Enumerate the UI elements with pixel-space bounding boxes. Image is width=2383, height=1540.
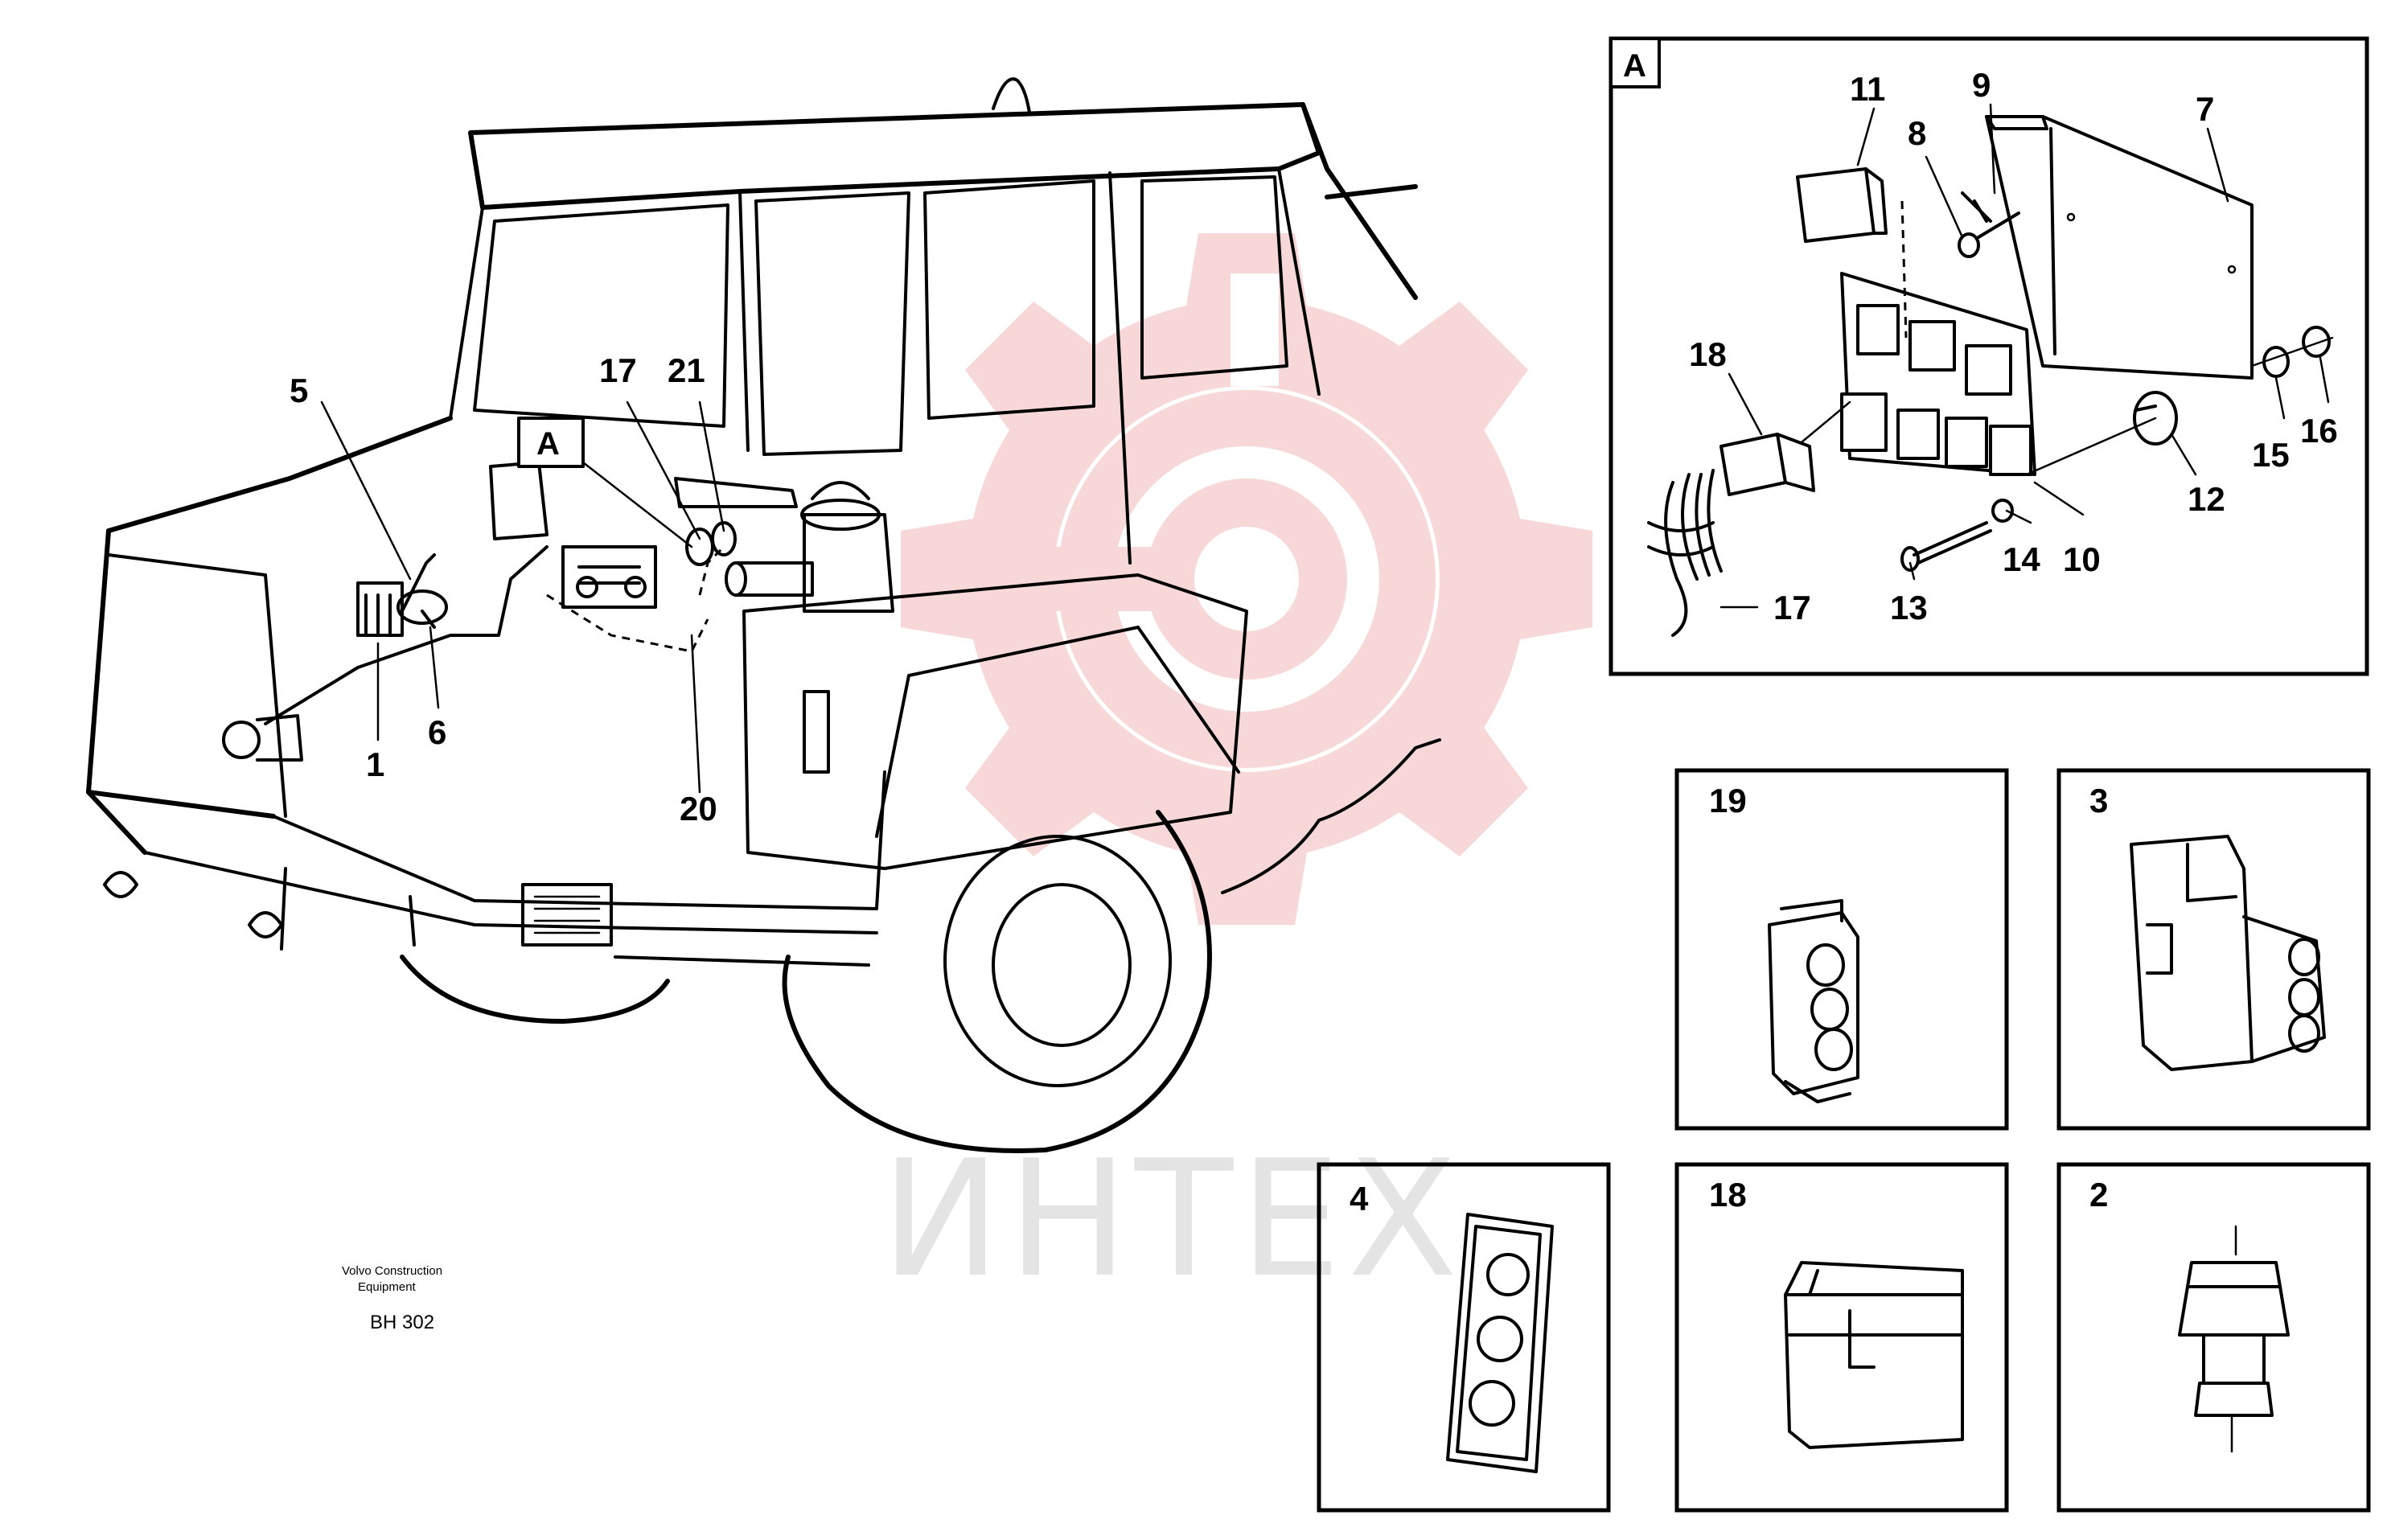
detail-box-2: 2 [2056, 1162, 2371, 1513]
callout-a-label: A [536, 426, 560, 462]
detail-box-19: 19 [1674, 768, 2009, 1131]
machine-illustration: A [86, 77, 1441, 1153]
detail-a-callout-15: 15 [2252, 436, 2290, 474]
detail-a-callout-11: 11 [1850, 70, 1885, 108]
detail-a-callout-8: 8 [1908, 114, 1926, 152]
credit-line-1: Volvo Construction [342, 1264, 442, 1278]
detail-a-callout-14: 14 [2003, 540, 2040, 578]
detail-box-3: 3 [2056, 768, 2371, 1131]
detail-a-callout-9: 9 [1972, 66, 1991, 104]
watermark-text: ИНТЕХ [881, 1126, 1465, 1313]
callout-20: 20 [680, 790, 717, 827]
box-19-label: 19 [1709, 782, 1747, 819]
detail-a-callout-16: 16 [2300, 412, 2338, 450]
detail-a-callout-13: 13 [1890, 589, 1928, 626]
detail-a-callout-12: 12 [2188, 480, 2225, 518]
watermark-gear [901, 233, 1592, 925]
detail-a-tag: A [1623, 48, 1646, 84]
credit-block: Volvo Construction Equipment BH 302 [342, 1264, 442, 1333]
callout-a-box [517, 417, 585, 468]
detail-a-tag-box [1609, 37, 1661, 88]
callout-21: 21 [668, 351, 705, 389]
box-4-label: 4 [1350, 1180, 1369, 1218]
drawing-code: BH 302 [370, 1312, 434, 1333]
detail-a-panel: A [1609, 36, 2369, 676]
detail-a-callout-18: 18 [1689, 335, 1727, 373]
detail-box-18: 18 [1674, 1162, 2009, 1513]
detail-a-callout-7: 7 [2196, 90, 2214, 128]
callout-1: 1 [366, 745, 384, 783]
box-3-label: 3 [2089, 782, 2108, 819]
detail-a-callout-10: 10 [2063, 540, 2101, 578]
callout-5: 5 [290, 372, 308, 409]
box-2-label: 2 [2089, 1176, 2108, 1214]
callout-6: 6 [428, 713, 446, 751]
detail-a-callout-17: 17 [1773, 589, 1811, 626]
detail-box-4: 4 [1317, 1162, 1611, 1513]
main-callouts: 5 1 6 17 21 20 [290, 351, 717, 827]
credit-line-2: Equipment [358, 1280, 417, 1294]
box-18-label: 18 [1709, 1176, 1747, 1214]
callout-17: 17 [599, 351, 637, 389]
